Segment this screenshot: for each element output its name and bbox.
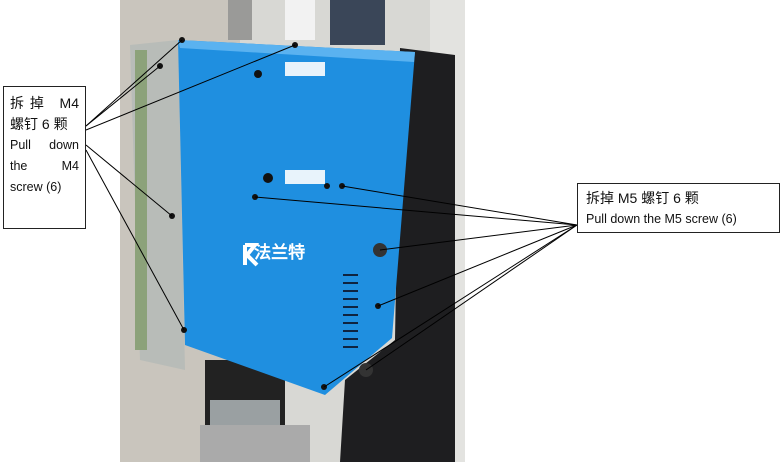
warning-label [285, 170, 325, 184]
warning-label [285, 62, 325, 76]
callout-m5-zh: 拆掉 M5 螺钉 6 颗 [586, 190, 699, 206]
actuator [330, 0, 385, 45]
pipe [285, 0, 315, 40]
vent-slots [343, 274, 358, 348]
pipe [228, 0, 252, 40]
callout-m4-zh: 拆掉 M4 螺钉 6 颗 [10, 95, 79, 132]
callout-m4-en: Pull down the M4 screw (6) [10, 138, 79, 194]
brand-logo: 法兰特 [240, 243, 306, 262]
callout-m5-screws: 拆掉 M5 螺钉 6 颗 Pull down the M5 screw (6) [577, 183, 780, 233]
logo-mark [243, 243, 260, 267]
blue-cover-panel [178, 40, 415, 395]
callout-arrows [85, 39, 578, 388]
callout-m5-en: Pull down the M5 screw (6) [586, 212, 737, 226]
callout-m4-screws: 拆掉 M4 螺钉 6 颗 Pull down the M4 screw (6) [3, 86, 86, 229]
